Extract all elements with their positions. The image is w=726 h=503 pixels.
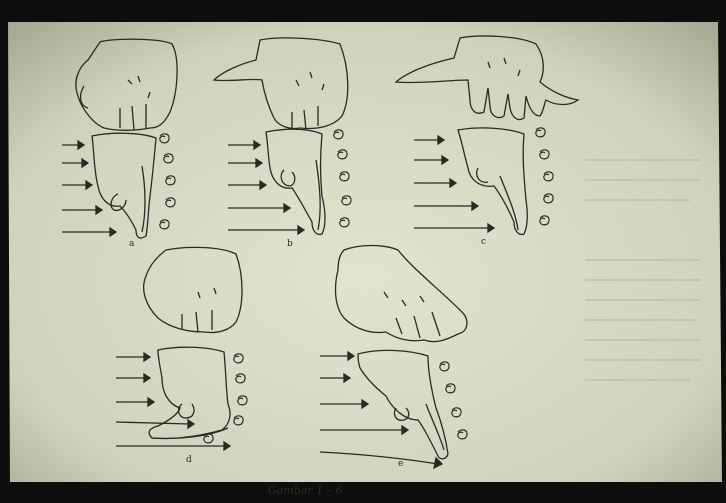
panel-label-a: a — [129, 239, 135, 249]
panel-label-c: c — [481, 237, 486, 247]
panel-label-d: d — [186, 455, 192, 465]
panel-label-e: e — [398, 459, 403, 469]
paper-page — [8, 18, 722, 490]
caption-line1: Gambar 1 – 6 — [268, 484, 343, 497]
figure-caption: Gambar 1 – 6 — [268, 484, 343, 497]
panel-label-b: b — [287, 239, 293, 249]
